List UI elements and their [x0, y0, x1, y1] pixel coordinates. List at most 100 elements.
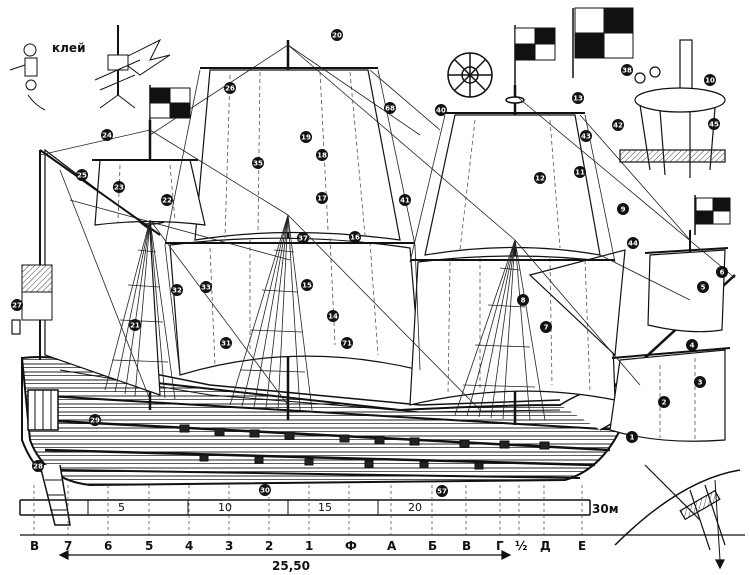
callout-number: 45	[709, 121, 719, 129]
callout-number: 35	[253, 160, 263, 168]
station-label: Г	[496, 539, 504, 553]
callout-number: 10	[705, 77, 715, 85]
callout-number: 2	[662, 399, 667, 407]
callout-marker: 43	[580, 130, 592, 142]
callout-number: 24	[102, 132, 112, 140]
callout-marker: 18	[316, 149, 328, 161]
callout-marker: 32	[171, 284, 183, 296]
callout-number: 31	[221, 340, 231, 348]
callout-number: 32	[172, 287, 182, 295]
callout-dot	[621, 64, 633, 76]
callout-dot	[399, 194, 411, 206]
callout-number: 38	[622, 67, 632, 75]
scale-tick-label: 15	[318, 501, 332, 514]
callout-dot	[101, 129, 113, 141]
callout-dot	[626, 431, 638, 443]
station-label: А	[387, 539, 397, 553]
main-topsail	[194, 69, 401, 241]
callout-number: 15	[302, 282, 312, 290]
callout-dot	[574, 166, 586, 178]
callout-dot	[436, 485, 448, 497]
callout-dot	[171, 284, 183, 296]
callout-dot	[129, 319, 141, 331]
inset-masthead-detail	[94, 25, 141, 109]
gun-ports	[179, 424, 550, 470]
callout-number: 21	[130, 322, 140, 330]
callout-marker: 19	[300, 131, 312, 143]
callout-number: 27	[12, 302, 22, 310]
callout-dot	[708, 118, 720, 130]
callout-dot	[11, 299, 23, 311]
callout-dot	[517, 294, 529, 306]
callout-dot	[301, 279, 313, 291]
callout-marker: 38	[621, 64, 633, 76]
inset-block-detail	[9, 43, 46, 111]
callout-marker: 7	[540, 321, 552, 333]
callout-number: 6	[720, 269, 725, 277]
callout-number: 11	[575, 169, 585, 177]
callout-number: 71	[342, 340, 352, 348]
callout-marker: 16	[349, 231, 361, 243]
callout-marker: 21	[129, 319, 141, 331]
scale-tick-label: 20	[408, 501, 422, 514]
callout-dot	[32, 460, 44, 472]
callout-marker: 41	[399, 194, 411, 206]
callout-marker: 1	[626, 431, 638, 443]
callout-number: 3	[698, 379, 703, 387]
callout-dot	[658, 396, 670, 408]
callout-number: 19	[301, 134, 311, 142]
station-label: 3	[225, 539, 233, 553]
inset-wheel-detail	[447, 52, 493, 98]
callout-dot	[252, 157, 264, 169]
callout-number: 12	[535, 175, 545, 183]
callout-marker: 12	[534, 172, 546, 184]
callout-number: 30	[260, 487, 270, 495]
callout-marker: 35	[252, 157, 264, 169]
callout-marker: 15	[301, 279, 313, 291]
callout-dot	[580, 130, 592, 142]
callout-dot	[316, 149, 328, 161]
callout-dot	[224, 82, 236, 94]
callout-dot	[686, 339, 698, 351]
callout-marker: 22	[161, 194, 173, 206]
callout-number: 40	[436, 107, 446, 115]
callout-number: 23	[114, 184, 124, 192]
callout-marker: 8	[517, 294, 529, 306]
station-label: В	[30, 539, 39, 553]
callout-number: 37	[298, 235, 308, 243]
callout-marker: 45	[708, 118, 720, 130]
callout-number: 26	[225, 85, 235, 93]
callout-number: 25	[77, 172, 87, 180]
station-label: ½	[515, 539, 527, 553]
callout-number: 8	[521, 297, 526, 305]
callout-marker: 25	[76, 169, 88, 181]
callout-number: 33	[201, 284, 211, 292]
station-label: 6	[104, 539, 112, 553]
mizzen-topsail	[94, 159, 206, 226]
callout-dot	[540, 321, 552, 333]
inset-bowsprit-detail	[614, 464, 741, 570]
station-baseline	[20, 534, 745, 560]
detail-flag	[572, 7, 634, 78]
callout-marker: 2	[658, 396, 670, 408]
callout-dot	[113, 181, 125, 193]
callout-marker: 40	[435, 104, 447, 116]
callout-number: 44	[628, 240, 638, 248]
callout-number: 5	[701, 284, 706, 292]
callout-marker: 26	[224, 82, 236, 94]
glue-label: клей	[52, 41, 85, 55]
station-label: 2	[265, 539, 273, 553]
callout-dot	[572, 92, 584, 104]
callout-number: 29	[90, 417, 100, 425]
callout-number: 42	[613, 122, 623, 130]
callout-dot	[341, 337, 353, 349]
callout-number: 43	[581, 133, 591, 141]
callout-number: 16	[350, 234, 360, 242]
callout-marker: 5	[697, 281, 709, 293]
station-label: Б	[428, 539, 437, 553]
callout-dot	[534, 172, 546, 184]
spritsail	[609, 349, 726, 442]
